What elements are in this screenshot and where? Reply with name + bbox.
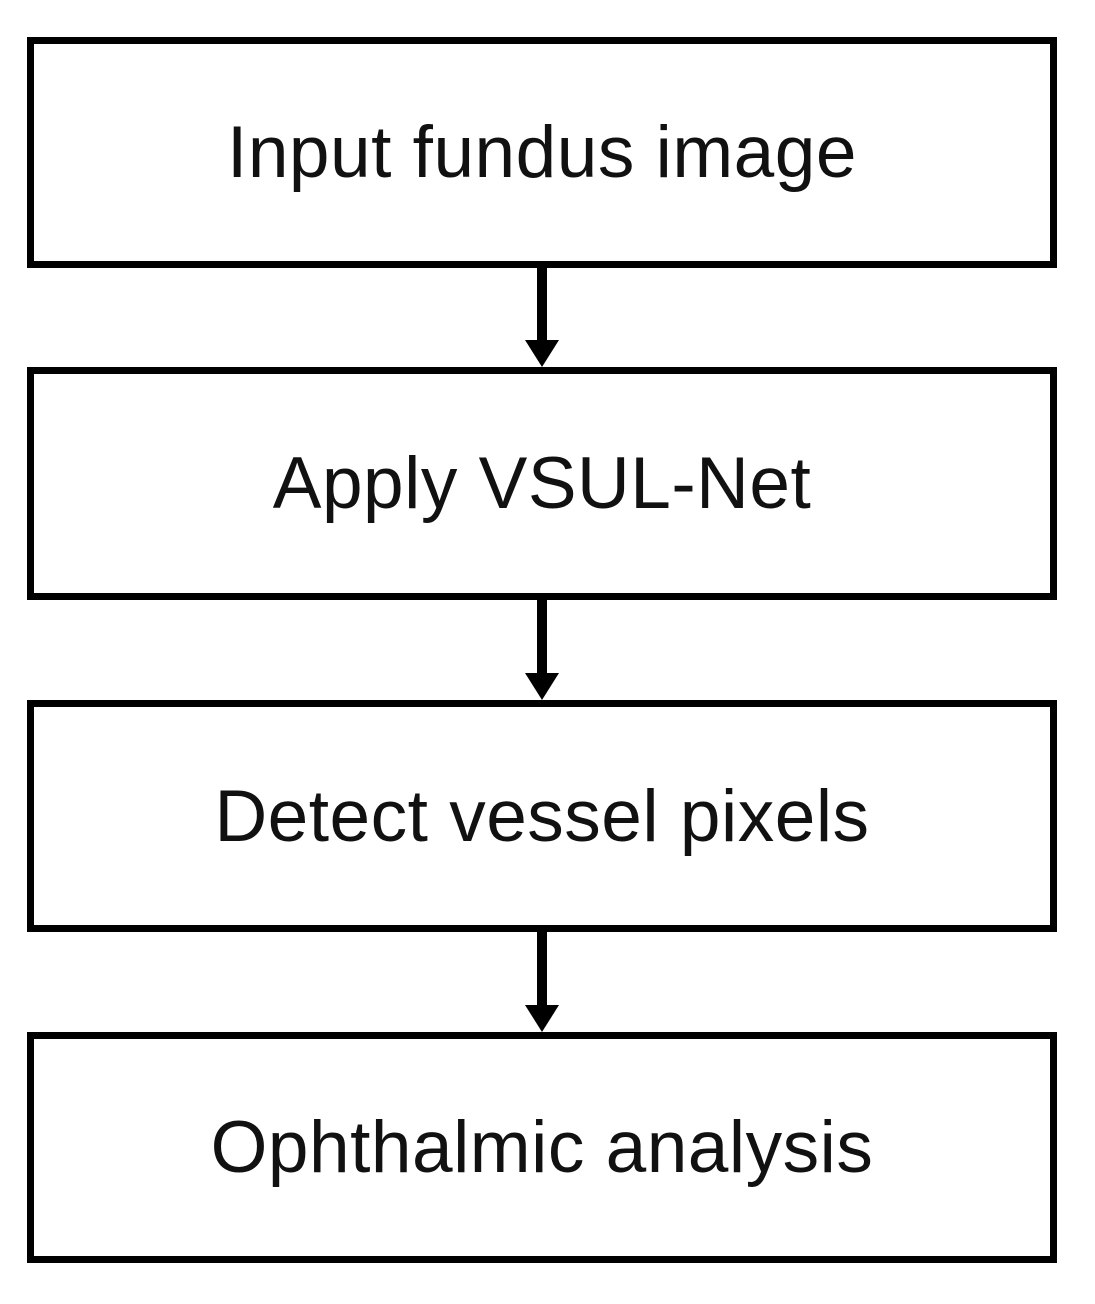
node-label: Input fundus image — [227, 112, 857, 193]
arrow-shaft — [537, 600, 547, 673]
arrow-down-icon — [525, 932, 559, 1032]
arrow-shaft — [537, 268, 547, 340]
arrow-head — [525, 340, 559, 367]
flowchart-node-input-fundus-image: Input fundus image — [27, 37, 1057, 268]
node-label: Apply VSUL-Net — [272, 443, 812, 524]
flowchart-node-apply-vsul-net: Apply VSUL-Net — [27, 367, 1057, 600]
arrow-head — [525, 1005, 559, 1032]
arrow-head — [525, 673, 559, 700]
flowchart-node-detect-vessel-pixels: Detect vessel pixels — [27, 700, 1057, 932]
node-label: Detect vessel pixels — [214, 775, 870, 857]
arrow-down-icon — [525, 268, 559, 367]
arrow-shaft — [537, 932, 547, 1005]
arrow-down-icon — [525, 600, 559, 700]
flowchart-node-ophthalmic-analysis: Ophthalmic analysis — [27, 1032, 1057, 1263]
node-label: Ophthalmic analysis — [210, 1107, 874, 1188]
